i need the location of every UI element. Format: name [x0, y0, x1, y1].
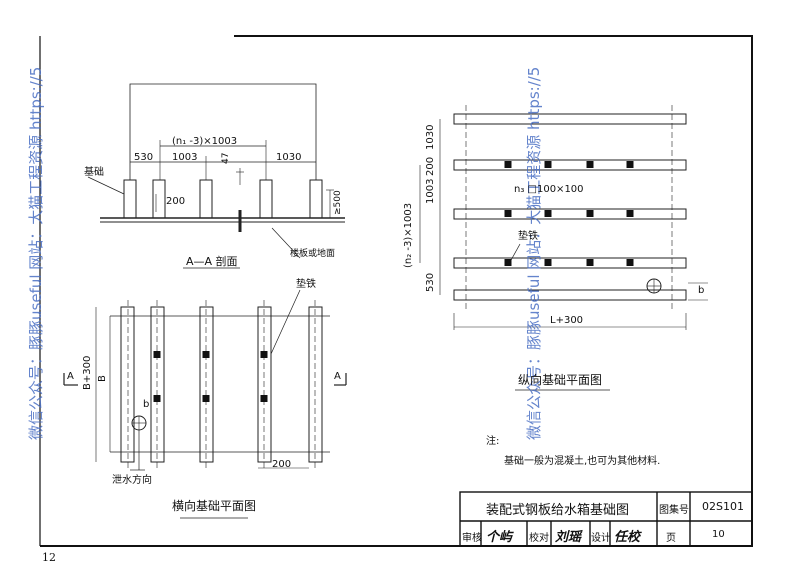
notes-heading: 注:	[486, 436, 500, 447]
page-label: 页	[666, 533, 676, 544]
steel-pad	[260, 351, 268, 358]
steel-pad	[586, 161, 594, 168]
steel-pad	[626, 161, 634, 168]
pad-size-dim: n₃ □100×100	[514, 184, 584, 195]
bottom-530-dim: 530	[425, 272, 436, 292]
pitch-right-dim: 1030	[276, 152, 302, 163]
steel-pad	[202, 395, 210, 402]
frame-border	[40, 35, 753, 547]
steel-pad	[260, 395, 268, 402]
review-label: 审核	[462, 533, 482, 544]
b300-dim: B+300	[82, 355, 93, 390]
atlas-number: 02S101	[702, 500, 744, 513]
vertical-dim: ≥500	[333, 190, 343, 215]
page-number: 10	[712, 529, 725, 540]
steel-pad	[626, 259, 634, 266]
pad-label-longitudinal: 垫铁	[518, 231, 538, 242]
steel-pad	[504, 161, 512, 168]
plan-transverse-title: 横向基础平面图	[172, 499, 257, 513]
span-n2-dim: (n₂ -3)×1003	[403, 202, 414, 268]
pitch-1003-dim: 1003	[425, 178, 436, 204]
steel-pad	[544, 210, 552, 217]
check-signature: 刘瑶	[555, 530, 582, 545]
drain-direction-label: 泄水方向	[112, 475, 152, 486]
steel-pad	[153, 351, 161, 358]
section-mark-right: A	[334, 371, 341, 382]
left-200-dim: 200	[425, 156, 436, 176]
b-small-dim: b	[143, 399, 150, 410]
top-1030-dim: 1030	[425, 124, 436, 150]
section-mark-left: A	[67, 371, 74, 382]
height-dim: 200	[166, 196, 186, 207]
steel-pad	[586, 210, 594, 217]
section-aa-drawing	[87, 83, 345, 269]
review-signature: 个屿	[486, 530, 513, 545]
floor-label: 楼板或地面	[290, 249, 336, 259]
design-label: 设计	[591, 533, 611, 544]
l300-dim: L+300	[550, 315, 584, 326]
sheet-page-number: 12	[42, 551, 56, 564]
b-dim: B	[97, 375, 108, 382]
steel-pad	[202, 351, 210, 358]
pad-label-transverse: 垫铁	[296, 279, 316, 290]
design-signature: 任校	[614, 530, 641, 545]
notes-text: 基础一般为混凝土,也可为其他材料.	[504, 456, 661, 467]
steel-pad	[153, 395, 161, 402]
foundation-label: 基础	[84, 167, 104, 178]
steel-pad	[544, 259, 552, 266]
transverse-plan-drawing	[63, 289, 347, 519]
span-dim: (n₁ -3)×1003	[172, 136, 238, 147]
edge-dim: 530	[134, 152, 154, 163]
watermark-left: 微信公众号：豚豚useful 网站：大猫工程资源 https://5	[27, 66, 45, 440]
pitch-left-dim: 1003	[172, 152, 198, 163]
plan-longitudinal-title: 纵向基础平面图	[518, 373, 603, 387]
bottom-200-dim: 200	[272, 459, 292, 470]
steel-pad	[626, 210, 634, 217]
gap-dim: 47	[221, 152, 231, 164]
steel-pad	[586, 259, 594, 266]
section-aa-title: A—A 剖面	[186, 255, 238, 268]
drawing-title: 装配式钢板给水箱基础图	[486, 503, 630, 518]
longitudinal-plan-drawing	[419, 105, 708, 391]
steel-pad	[504, 259, 512, 266]
steel-pads	[153, 161, 634, 402]
check-label: 校对	[529, 533, 549, 544]
atlas-label: 图集号	[659, 505, 689, 516]
title-block	[459, 491, 753, 547]
steel-pad	[504, 210, 512, 217]
steel-pad	[544, 161, 552, 168]
b-long-dim: b	[698, 285, 705, 296]
